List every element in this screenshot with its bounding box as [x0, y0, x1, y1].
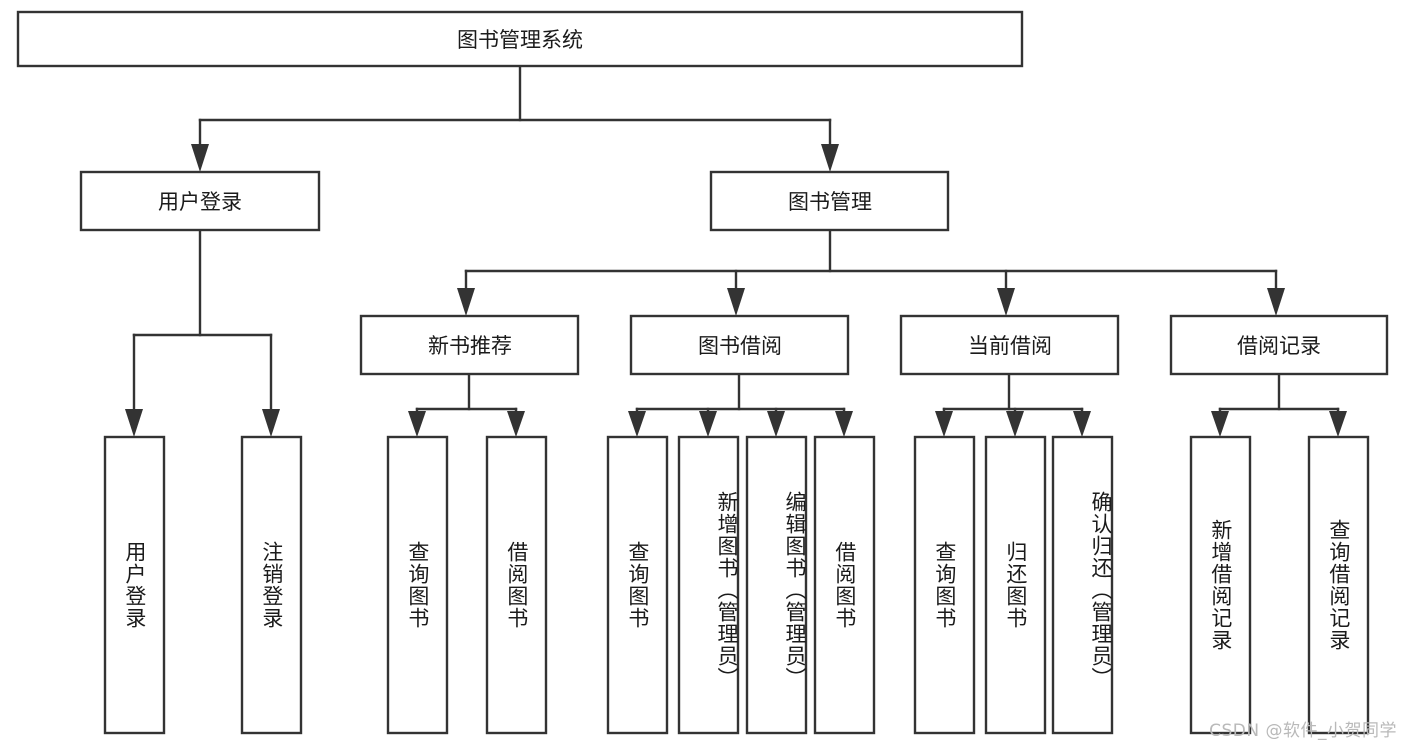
node-book-management[interactable]: 图书管理: [709, 170, 950, 232]
arrow-head-leaf-borrow-book-recommend: [507, 411, 525, 437]
node-book-management-label: 图书管理: [788, 190, 872, 214]
arrow-head-new-book-recommend: [457, 288, 475, 316]
node-book-borrow[interactable]: 图书借阅: [629, 314, 850, 376]
arrow-head-leaf-logout-login: [262, 409, 280, 437]
arrow-head-leaf-query-borrow-record: [1329, 411, 1347, 437]
node-borrow-record-rect[interactable]: [1169, 314, 1389, 376]
connector-group-book-management-to-level3: [457, 228, 1285, 316]
node-new-book-recommend[interactable]: 新书推荐: [359, 314, 580, 376]
node-user-login-label: 用户登录: [158, 190, 242, 214]
arrow-head-leaf-query-book-recommend: [408, 411, 426, 437]
node-new-book-recommend-rect[interactable]: [359, 314, 580, 376]
arrow-head-borrow-record: [1267, 288, 1285, 316]
node-leaf-user-login-rect[interactable]: [103, 435, 166, 735]
node-leaf-return-book-rect[interactable]: [984, 435, 1047, 735]
node-leaf-query-book-current-rect[interactable]: [913, 435, 976, 735]
node-user-login[interactable]: 用户登录: [79, 170, 321, 232]
node-leaf-borrow-book-recommend-rect[interactable]: [485, 435, 548, 735]
connector-group-new-book-recommend-to-leaves: [408, 372, 525, 437]
arrow-head-leaf-query-book-current: [935, 411, 953, 437]
node-current-borrow-label: 当前借阅: [968, 334, 1052, 358]
arrow-head-user-login: [191, 144, 209, 172]
node-borrow-record[interactable]: 借阅记录: [1169, 314, 1389, 376]
node-new-book-recommend-label: 新书推荐: [428, 334, 512, 358]
node-leaf-query-book-recommend-rect[interactable]: [386, 435, 449, 735]
node-root-label: 图书管理系统: [457, 28, 583, 52]
connector-group-user-login-to-leaves: [125, 228, 280, 437]
node-root-rect[interactable]: [16, 10, 1024, 68]
connector-group-book-borrow-to-leaves: [628, 372, 853, 437]
node-current-borrow[interactable]: 当前借阅: [899, 314, 1120, 376]
node-root[interactable]: 图书管理系统: [16, 10, 1024, 68]
arrow-head-book-borrow: [727, 288, 745, 316]
node-borrow-record-label: 借阅记录: [1237, 334, 1321, 358]
node-book-management-rect[interactable]: [709, 170, 950, 232]
node-user-login-rect[interactable]: [79, 170, 321, 232]
node-leaf-add-borrow-record-rect[interactable]: [1189, 435, 1252, 735]
arrow-head-leaf-add-book-admin: [699, 411, 717, 437]
arrow-head-leaf-return-book: [1006, 411, 1024, 437]
node-leaf-borrow-book-rect[interactable]: [813, 435, 876, 735]
arrow-head-leaf-user-login: [125, 409, 143, 437]
node-leaf-query-book-borrow-rect[interactable]: [606, 435, 669, 735]
arrow-head-current-borrow: [997, 288, 1015, 316]
arrow-head-leaf-add-borrow-record: [1211, 411, 1229, 437]
connector-group-current-borrow-to-leaves: [935, 372, 1091, 437]
node-current-borrow-rect[interactable]: [899, 314, 1120, 376]
node-leaf-add-book-admin-rect[interactable]: [677, 435, 740, 735]
arrow-head-leaf-confirm-return-admin: [1073, 411, 1091, 437]
watermark-text: CSDN @软件_小贺同学: [1209, 721, 1397, 741]
connector-group-borrow-record-to-leaves: [1211, 372, 1347, 437]
node-book-borrow-label: 图书借阅: [698, 334, 782, 358]
node-leaf-edit-book-admin-rect[interactable]: [745, 435, 808, 735]
node-leaf-logout-login-rect[interactable]: [240, 435, 303, 735]
node-leaf-query-borrow-record-rect[interactable]: [1307, 435, 1370, 735]
node-leaf-confirm-return-admin-rect[interactable]: [1051, 435, 1114, 735]
node-book-borrow-rect[interactable]: [629, 314, 850, 376]
arrow-head-leaf-borrow-book: [835, 411, 853, 437]
arrow-head-leaf-query-book-borrow: [628, 411, 646, 437]
arrow-head-book-management: [821, 144, 839, 172]
connector-group-root-to-level2: [191, 64, 839, 172]
arrow-head-leaf-edit-book-admin: [767, 411, 785, 437]
